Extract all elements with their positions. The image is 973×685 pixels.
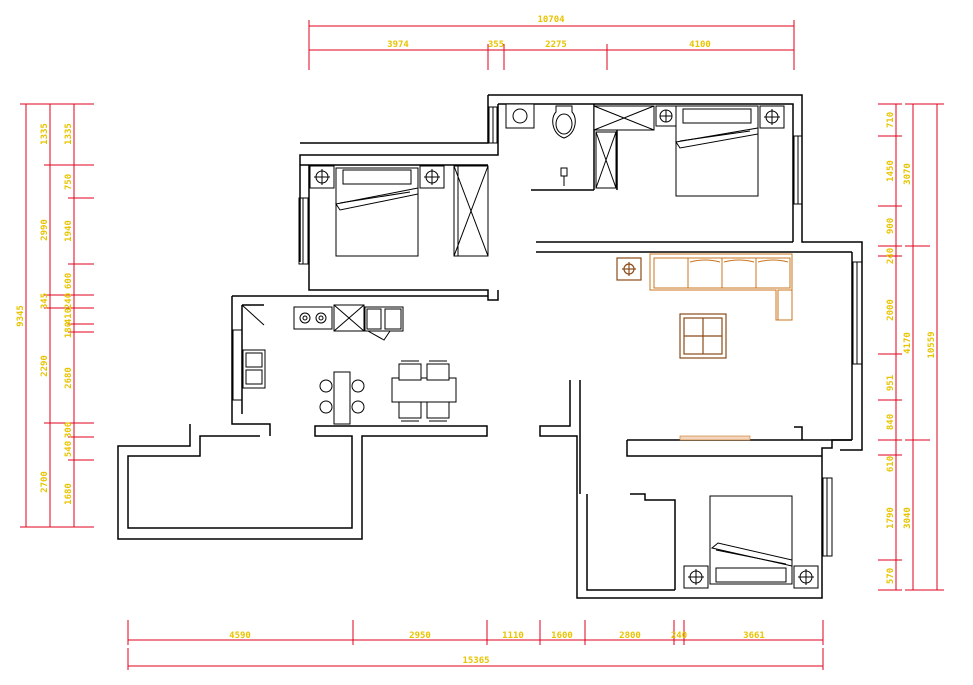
dim-bottom-total: 15365 [462,656,489,666]
bedroom-top-left [309,165,489,257]
sofa [649,253,793,321]
dim-right-inner-10: 570 [886,568,896,584]
stove-icon [293,306,333,330]
dim-right-inner-1: 710 [886,112,896,128]
dimension-lines [20,20,944,670]
double-bed [675,105,759,197]
dim-right-inner-4: 240 [886,248,896,264]
dim-top-seg-3: 2275 [545,40,567,50]
dim-right-mid-2: 4170 [903,332,913,354]
dim-top-seg-2: 355 [488,40,504,50]
shower-icon [560,167,568,177]
dim-bottom-seg-2: 2950 [409,631,431,641]
dim-left-mid-1: 1335 [40,123,50,145]
dim-bottom-seg-1: 4590 [229,631,251,641]
dim-left-inner-11: 1680 [64,483,74,505]
dining-table [391,377,457,403]
dim-left-inner-1: 1335 [64,123,74,145]
dim-left-inner-2: 750 [64,174,74,190]
dim-bottom-seg-3: 1110 [502,631,524,641]
dim-right-inner-8: 610 [886,456,896,472]
dim-left-inner-3: 1940 [64,220,74,242]
dim-right-mid-1: 3070 [903,163,913,185]
dim-top-total: 10704 [537,15,565,25]
dim-left-inner-7: 180 [64,322,74,338]
living-room [616,253,793,441]
bedroom-bottom [683,495,819,589]
kitchen [241,304,404,389]
dim-bottom-seg-4: 1600 [551,631,573,641]
dim-top-seg-1: 3974 [387,40,409,50]
dim-bottom-seg-6: 240 [671,631,687,641]
fridge [364,306,404,332]
side-table [616,257,642,281]
dim-right-mid-3: 3040 [903,507,913,529]
dining [319,360,457,425]
toilet [552,105,576,139]
sink-icon [242,349,266,389]
dim-right-inner-2: 1450 [886,160,896,182]
dim-left-inner-4: 600 [64,273,74,289]
double-bed [335,167,419,257]
dim-left-inner-6: 410 [64,308,74,324]
bar-counter [333,371,351,425]
walls [117,94,863,599]
dim-bottom-seg-5: 2800 [619,631,641,641]
dim-right-inner-3: 900 [886,218,896,234]
bedroom-top-right [655,105,785,197]
dim-left-mid-5: 2700 [40,471,50,493]
tv-cabinet [679,435,751,441]
double-bed [709,495,793,585]
dim-right-total: 10559 [927,331,937,358]
wash-basin [505,103,535,129]
dim-left-mid-4: 2290 [40,355,50,377]
coffee-table [679,313,727,359]
bathroom [505,103,655,189]
dim-left-total: 9345 [16,305,26,327]
dim-left-inner-8: 2680 [64,367,74,389]
dim-left-inner-10: 540 [64,441,74,457]
dim-right-inner-6: 951 [886,375,896,391]
dim-left-mid-2: 2990 [40,219,50,241]
dim-left-mid-3: 345 [40,293,50,309]
dim-left-inner-5: 240 [64,293,74,309]
dim-top-seg-4: 4100 [689,40,711,50]
dim-bottom-seg-7: 3661 [743,631,765,641]
dim-right-inner-5: 2000 [886,299,896,321]
dim-right-inner-9: 1790 [886,507,896,529]
dim-left-inner-9: 300 [64,422,74,438]
dimension-labels: 10704 3974 355 2275 4100 4590 2950 1110 … [16,15,937,666]
dim-right-inner-7: 840 [886,414,896,430]
